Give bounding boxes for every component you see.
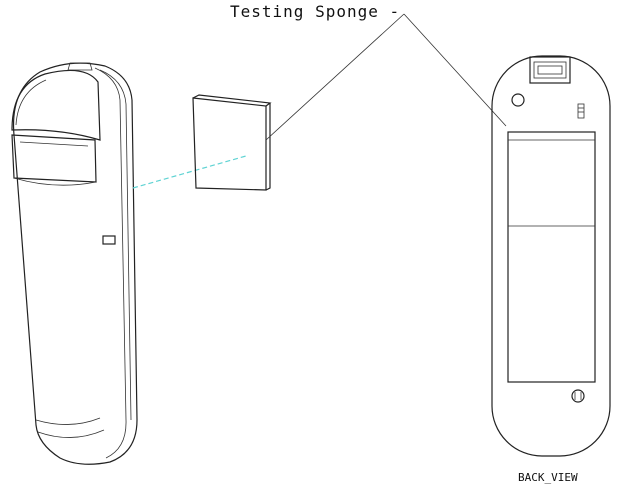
label-leader-lines <box>265 13 507 141</box>
ir-beam <box>132 155 247 189</box>
testing-sponge-label: Testing Sponge - <box>230 2 401 21</box>
back-view-label: BACK_VIEW <box>518 471 578 484</box>
detector-front-view <box>11 62 138 465</box>
testing-sponge <box>192 94 272 191</box>
detector-back-view <box>491 55 611 457</box>
